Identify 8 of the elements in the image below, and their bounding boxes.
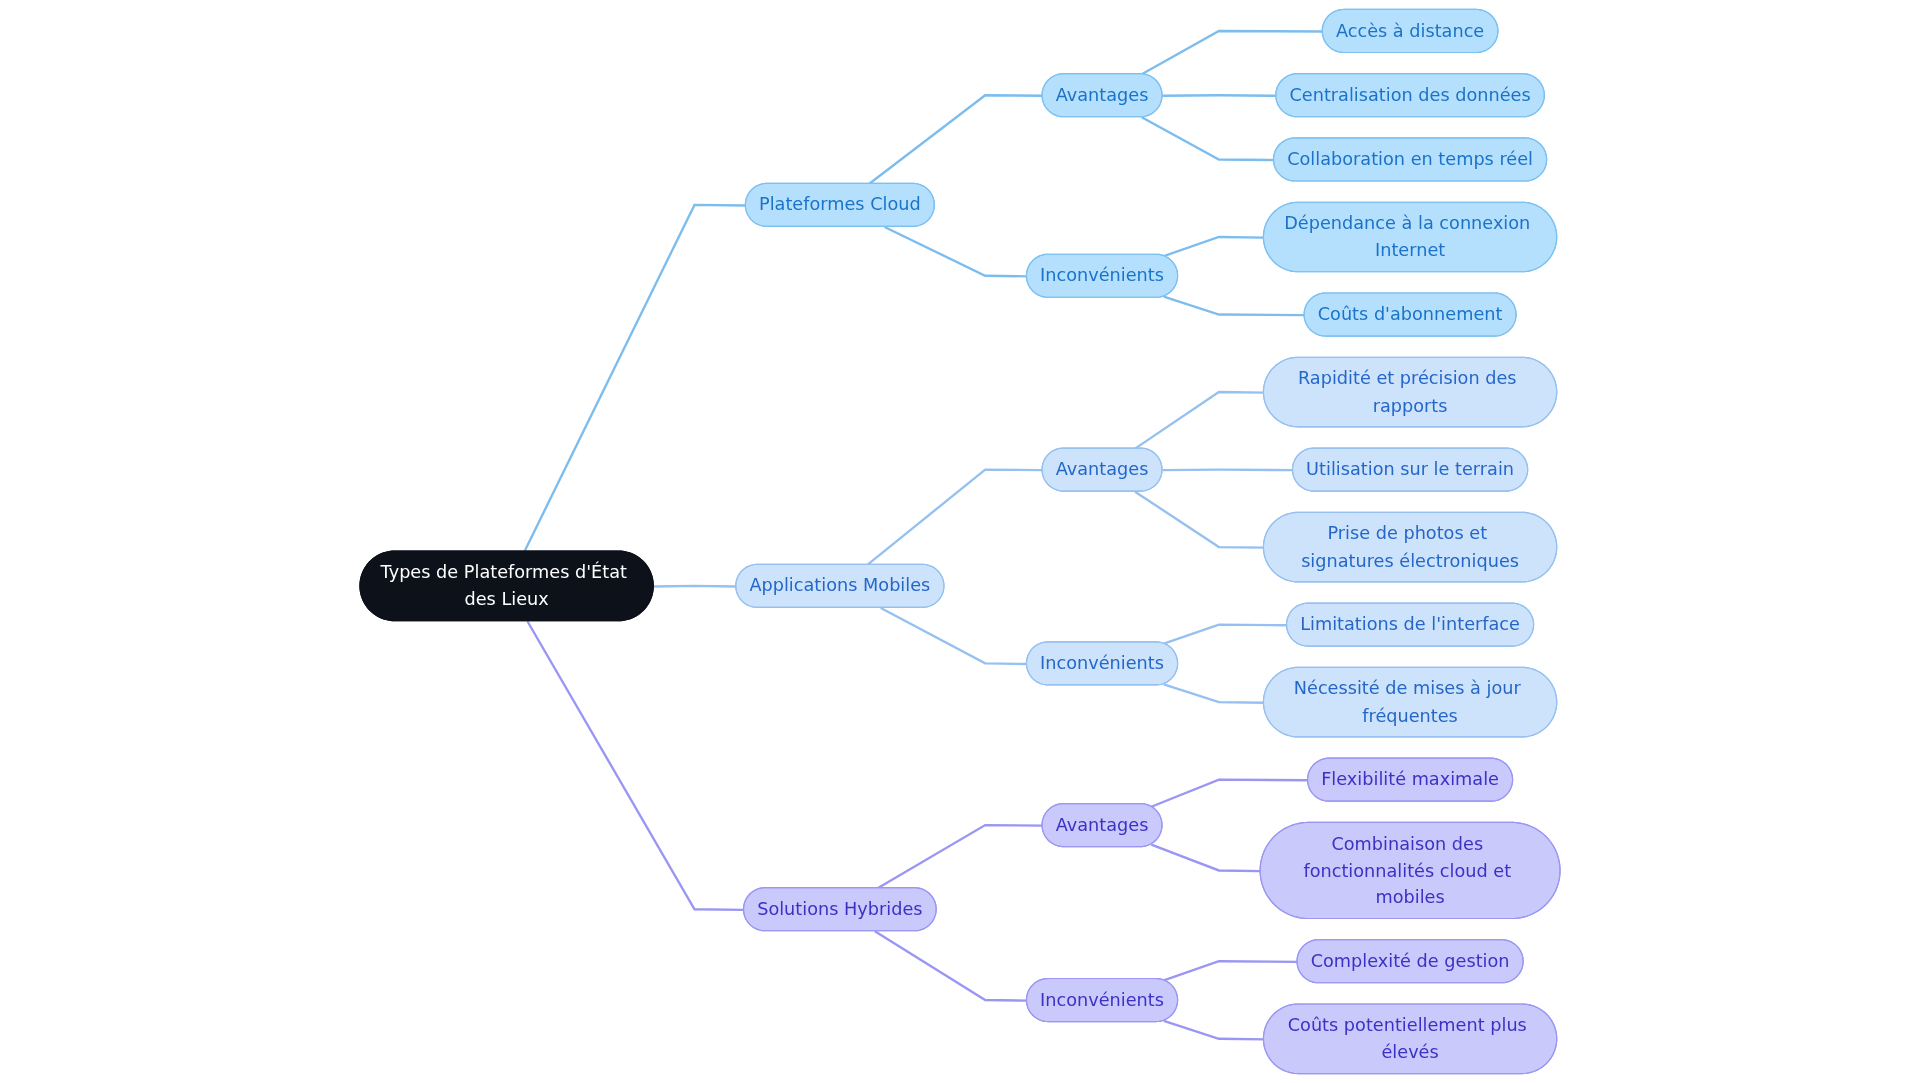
connector: [1150, 843, 1261, 873]
connector: [868, 94, 1043, 185]
connector: [1162, 94, 1277, 97]
connector: [523, 203, 746, 553]
connector: [1163, 960, 1298, 982]
connector: [1163, 295, 1305, 317]
connector: [866, 468, 1043, 566]
connector: [1141, 29, 1323, 76]
